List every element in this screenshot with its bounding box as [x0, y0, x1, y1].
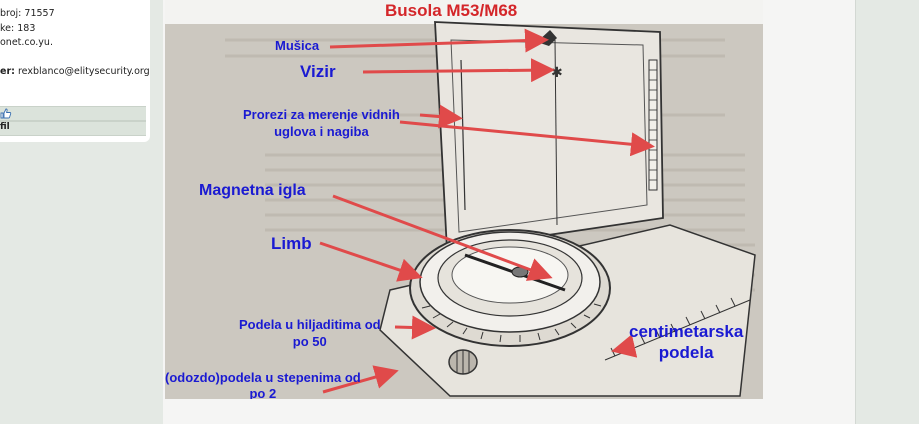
domain-line: onet.co.yu.: [0, 37, 53, 48]
label-prorezi: Prorezi za merenje vidnih uglova i nagib…: [243, 107, 400, 139]
profile-link[interactable]: fil: [0, 122, 10, 132]
like-row[interactable]: [0, 106, 146, 121]
post-count-line: broj: 71557: [0, 8, 55, 19]
svg-text:✱: ✱: [551, 65, 563, 81]
label-podela-hiljaditi: Podela u hiljaditima od po 50: [239, 317, 381, 349]
compass-figure: ✱: [165, 0, 763, 399]
profile-row[interactable]: fil: [0, 121, 146, 136]
rank-line: ke: 183: [0, 23, 36, 34]
label-magnetna-igla: Magnetna igla: [199, 182, 306, 199]
user-info-panel: broj: 71557 ke: 183 onet.co.yu. er: rexb…: [0, 0, 150, 142]
email-line: er: rexblanco@elitysecurity.org: [0, 66, 150, 77]
label-vizir: Vizir: [300, 62, 336, 81]
compass-drawing: ✱: [165, 0, 763, 397]
thumbs-up-icon[interactable]: [0, 108, 12, 119]
label-limb: Limb: [271, 234, 312, 253]
label-musica: Mušica: [275, 38, 320, 53]
label-odozdo-stepeni: (odozdo)podela u stepenima od po 2: [165, 370, 361, 399]
label-centimetarska: centimetarska podela: [629, 322, 744, 362]
right-gutter: [855, 0, 919, 424]
figure-title: Busola M53/M68: [385, 1, 518, 20]
